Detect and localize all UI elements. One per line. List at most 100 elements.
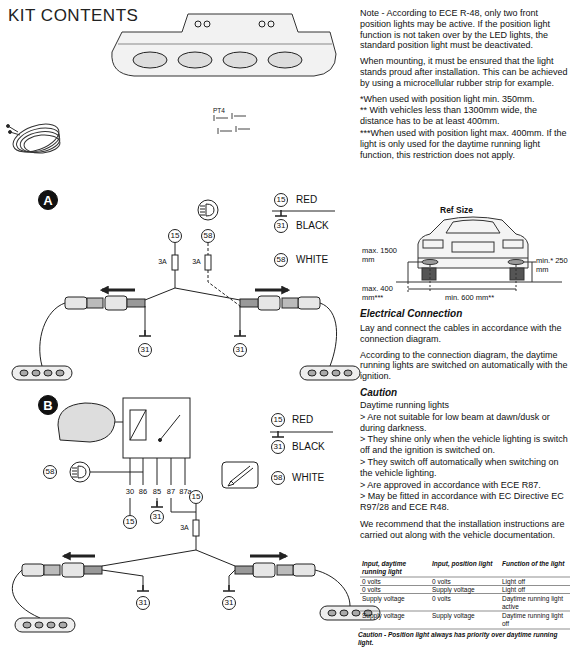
legend-label: WHITE: [292, 472, 324, 484]
wiring-a: [65, 296, 145, 310]
cable-coil: [19, 129, 62, 156]
callout-circle: 15: [168, 229, 182, 243]
wiring-a: [240, 296, 320, 310]
label-text: Input, daytime running light: [362, 560, 426, 576]
cable-coil: [23, 133, 60, 154]
label-text: > Are not suitable for low beam at dawn/…: [360, 412, 570, 434]
callout-circle: 31: [150, 510, 164, 524]
label-text: max. 1500 mm: [362, 246, 404, 264]
wiring-a: [198, 200, 218, 220]
callout-circle: 31: [138, 343, 152, 357]
legend-label: BLACK: [296, 220, 329, 232]
legend-a-lines: [275, 210, 287, 216]
callout-circle: 15: [271, 413, 285, 427]
wiring-b: [250, 555, 286, 558]
callout-circle: 58: [43, 465, 57, 479]
car-front: [503, 240, 523, 248]
car-front: [418, 217, 528, 268]
legend-a-lines: [272, 210, 335, 216]
screws: [236, 126, 250, 132]
label-text: min.* 250 mm: [536, 256, 570, 274]
label-text: 0 volts: [432, 578, 496, 586]
label-text: Electrical Connection: [360, 308, 570, 320]
car-front: [422, 268, 436, 280]
light-bar: [195, 21, 201, 27]
legend-label: BLACK: [292, 441, 325, 453]
callout-circle: 58: [274, 253, 288, 267]
callout-circle: 58: [201, 229, 215, 243]
label-text: Supply voltage: [362, 595, 426, 603]
wiring-a: [40, 303, 337, 366]
callout-number: 58: [274, 474, 283, 482]
wiring-b: [130, 410, 180, 440]
label-text: 3A: [177, 524, 192, 532]
car-front: [396, 282, 562, 283]
light-bar: [204, 21, 210, 27]
cable-coil: [7, 125, 10, 128]
label-text: > They shine only when the vehicle light…: [360, 434, 570, 456]
label-text: Note - According to ECE R-48, only two f…: [360, 8, 570, 51]
label-text: ** With vehicles less than 1300mm wide, …: [360, 105, 570, 127]
car-front: [408, 262, 536, 282]
title: KIT CONTENTS: [8, 6, 138, 26]
callout-number: 31: [236, 346, 245, 354]
wiring-a: [145, 306, 240, 336]
label-text: Light off: [502, 586, 568, 594]
wiring-b: [12, 570, 350, 618]
callout-circle: 31: [136, 596, 150, 610]
legend-b-lines: [222, 431, 333, 488]
label-text: Supply voltage: [432, 586, 496, 594]
cable-coil: [9, 119, 62, 158]
label-text: When mounting, it must be ensured that t…: [360, 56, 570, 88]
callout-number: 15: [126, 518, 135, 526]
callout-number: 58: [204, 232, 213, 240]
light-bar: [112, 14, 336, 76]
wiring-b: [58, 403, 115, 442]
light-bar: [268, 52, 302, 68]
wiring-a: [172, 255, 178, 270]
wiring-a: [255, 289, 288, 292]
callout-number: 15: [277, 196, 286, 204]
light-bar: [112, 14, 336, 76]
callout-circle: 31: [274, 219, 288, 233]
wiring-b: [235, 563, 315, 577]
car-front: [510, 268, 524, 280]
light-bar: [268, 21, 274, 27]
callout-number: 15: [192, 493, 201, 501]
wiring-a: [208, 243, 240, 306]
callout-number: 31: [141, 346, 150, 354]
car-front: [423, 240, 443, 248]
car-front: [408, 289, 516, 290]
callout-number: 15: [274, 416, 283, 424]
light-bar: [223, 52, 257, 68]
wiring-a: [102, 289, 135, 292]
callout-number: A: [43, 194, 52, 207]
wiring-b: [15, 618, 75, 632]
light-bar: [259, 21, 265, 27]
callout-circle: 15: [274, 193, 288, 207]
screws: [214, 113, 250, 134]
wiring-b: [102, 570, 235, 590]
wiring-b: [193, 520, 199, 536]
wiring-a: [300, 366, 360, 380]
label-text: 86: [136, 487, 150, 496]
car-front: [452, 242, 494, 252]
light-bar: [178, 52, 212, 68]
label-text: > They switch off automatically when swi…: [360, 457, 570, 479]
label-text: 0 volts: [362, 586, 426, 594]
car-front: [446, 220, 500, 233]
wiring-b: [90, 472, 143, 473]
car-front: [396, 217, 562, 292]
screws: [218, 128, 232, 134]
car-front: [408, 265, 516, 292]
wiring-b: [151, 501, 163, 507]
callout-number: 31: [225, 599, 234, 607]
label-text: Daytime running light off: [502, 612, 568, 628]
car-front: [418, 258, 528, 259]
wiring-a: [12, 366, 72, 380]
wiring-b: [223, 585, 235, 591]
callout-number: 31: [153, 513, 162, 521]
callout-circle: 31: [233, 343, 247, 357]
label-text: Caution: [360, 387, 570, 399]
label-text: max. 400 mm***: [362, 284, 406, 302]
